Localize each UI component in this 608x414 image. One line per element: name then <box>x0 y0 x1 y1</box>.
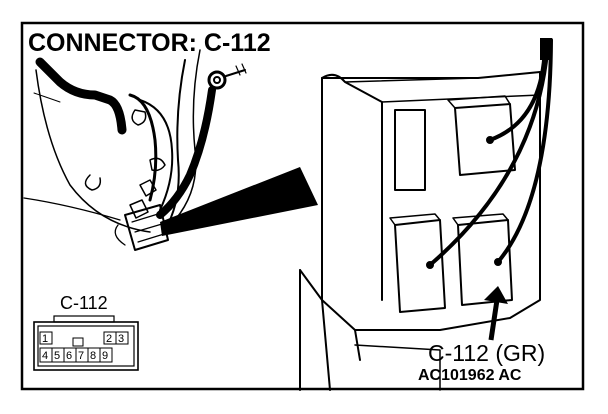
pin-1: 1 <box>42 333 48 345</box>
callout-arrow <box>484 286 508 341</box>
dashboard-illustration <box>23 49 247 251</box>
zoom-wedge <box>160 167 318 236</box>
pin-7: 7 <box>78 350 84 362</box>
pin-9: 9 <box>102 350 108 362</box>
callout-label: C-112 (GR) <box>428 340 545 366</box>
pin-8: 8 <box>90 350 96 362</box>
pin-6: 6 <box>66 350 72 362</box>
connector-label: C-112 <box>60 293 108 313</box>
figure-frame <box>20 21 585 391</box>
pinout-diagram <box>33 315 139 371</box>
pin-5: 5 <box>54 350 60 362</box>
figure-code: AC101962 AC <box>418 367 522 384</box>
pin-3: 3 <box>118 333 124 345</box>
pin-2: 2 <box>106 333 112 345</box>
enlarged-connector-block <box>299 38 553 391</box>
pin-4: 4 <box>42 350 48 362</box>
diagram-title: CONNECTOR: C-112 <box>28 29 271 57</box>
